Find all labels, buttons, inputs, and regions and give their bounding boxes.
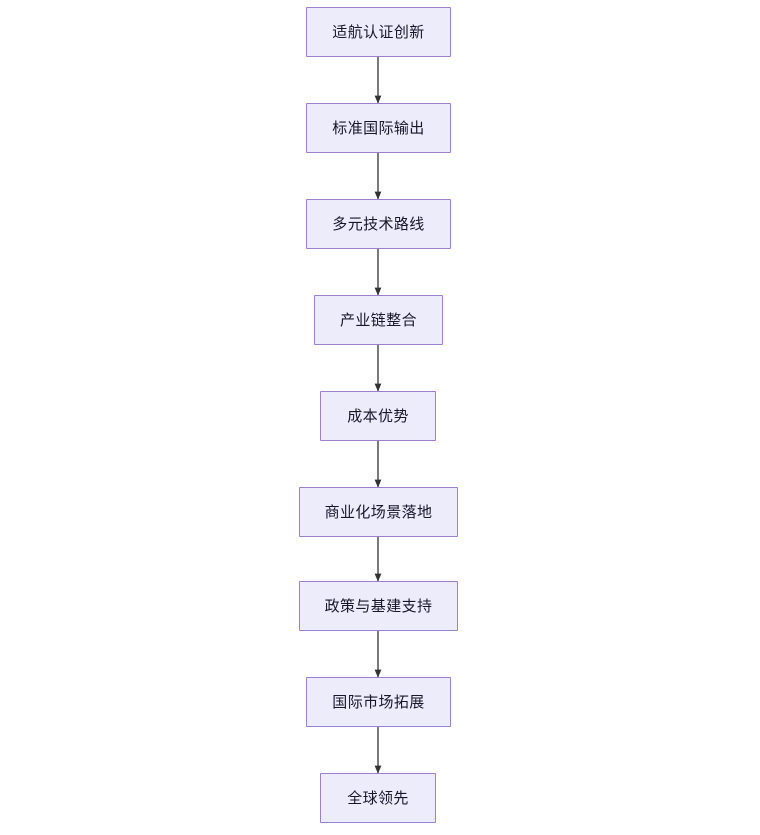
flowchart-node[interactable]: 政策与基建支持 [299,581,458,631]
flowchart-node[interactable]: 商业化场景落地 [299,487,458,537]
flowchart-node[interactable]: 成本优势 [320,391,436,441]
flowchart-node-label: 成本优势 [347,406,409,425]
flowchart-node-label: 适航认证创新 [332,22,425,41]
flowchart-node[interactable]: 适航认证创新 [306,7,451,57]
flowchart-node-label: 标准国际输出 [332,118,425,137]
flowchart-node-label: 多元技术路线 [332,214,425,233]
flowchart-node[interactable]: 标准国际输出 [306,103,451,153]
flowchart-node-label: 产业链整合 [339,310,417,329]
flowchart-node[interactable]: 多元技术路线 [306,199,451,249]
flowchart-node[interactable]: 国际市场拓展 [306,677,451,727]
flowchart-node-label: 国际市场拓展 [332,692,425,711]
flowchart-node-label: 政策与基建支持 [324,596,433,615]
flowchart-node[interactable]: 全球领先 [320,773,436,823]
flowchart-node-label: 商业化场景落地 [324,502,433,521]
flowchart-node[interactable]: 产业链整合 [314,295,443,345]
flowchart-node-label: 全球领先 [347,788,409,807]
